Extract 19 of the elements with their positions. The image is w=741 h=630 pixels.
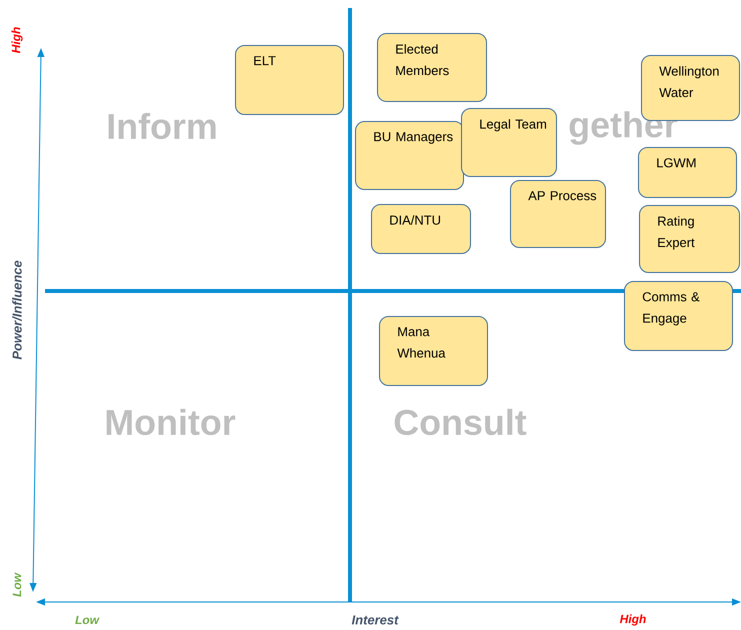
axis-title: Interest xyxy=(352,615,399,624)
stakeholder-box: ELT xyxy=(235,45,344,115)
stakeholder-box: AP Process xyxy=(510,180,606,248)
axis-end-label: High xyxy=(11,27,23,54)
stakeholder-box: Legal Team xyxy=(461,108,557,177)
stakeholder-box: Wellington Water xyxy=(641,55,740,121)
axis-end-label: Low xyxy=(12,572,22,597)
axis-title: Power/Influence xyxy=(12,260,22,360)
quadrant-label: Monitor xyxy=(106,408,236,436)
axis-end-label: High xyxy=(620,614,646,626)
stakeholder-box: Mana Whenua xyxy=(379,316,488,386)
quadrant-label: Inform xyxy=(108,112,216,140)
stakeholder-box: Comms & Engage xyxy=(624,281,733,351)
stakeholder-box: Elected Members xyxy=(377,33,487,102)
axis-end-label: Low xyxy=(75,616,100,624)
stakeholder-box: LGWM xyxy=(638,147,737,198)
stakeholder-box: BU Managers xyxy=(355,121,464,190)
stakeholder-box: DIA/NTU xyxy=(371,204,471,254)
stakeholder-box: Rating Expert xyxy=(639,205,740,273)
